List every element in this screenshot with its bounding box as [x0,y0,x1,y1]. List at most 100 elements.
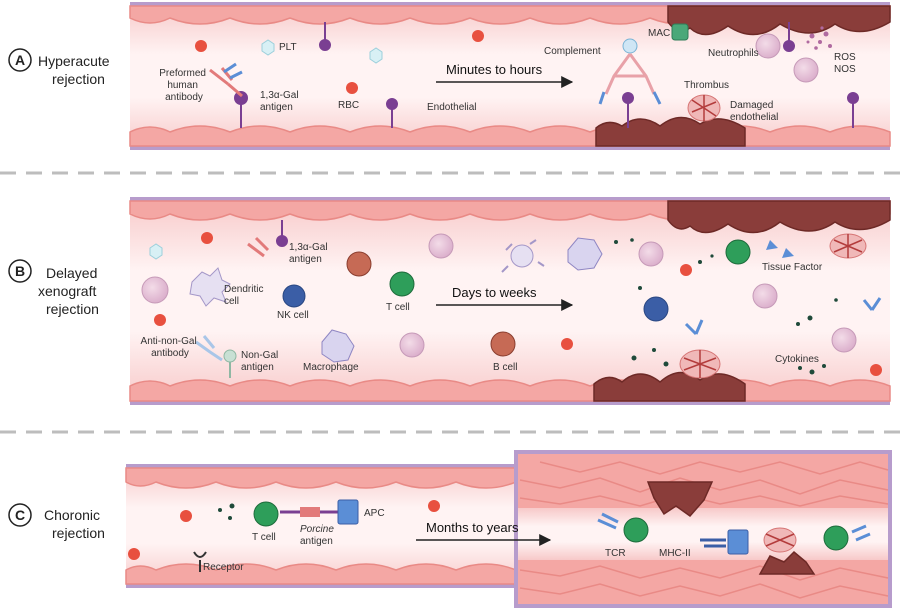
vessel-c-membrane-bottom [126,584,516,588]
apc-icon [727,529,749,555]
panel-a-badge [8,48,32,72]
antibody-icon [684,297,882,336]
label-anti-non-gal-line2: antibody [151,348,189,359]
panel-b-letter: B [15,263,25,279]
label-endothelial: Endothelial [427,102,476,113]
rbc [428,500,440,512]
panel-c-title-line1: Choronic [44,507,100,523]
label-preformed-line2: human [167,80,198,91]
gal-antigen [276,220,288,247]
platelet [261,39,275,56]
label-porcine-line2: antigen [300,536,333,547]
cytokine-dots [614,238,838,375]
label-anti-non-gal-line1: Anti-non-Gal [141,336,197,347]
rbc [195,40,207,52]
damaged-endothelium-a-bottom [595,116,746,147]
rbc [128,548,140,560]
label-tissue-factor: Tissue Factor [762,262,823,273]
vessel-b-membrane-bottom [130,401,890,405]
panel-a-letter: A [15,52,25,68]
label-complement: Complement [544,46,601,57]
non-gal-antigen-icon [223,349,237,378]
label-gal-antigen-b: 1,3α-Gal antigen [289,242,330,265]
tissue-factor-icon [766,240,794,258]
cytokine-dots [218,503,235,520]
label-anti-non-gal: Anti-non-Gal antibody [141,336,200,359]
panel-b-title: Delayed xenograft rejection [38,265,101,317]
rbc [680,264,692,276]
thrombus-icon [687,94,721,122]
label-b-cell: B cell [493,362,517,373]
label-dendritic-cell: Dendritic cell [224,284,266,307]
label-gal-line1: 1,3α-Gal [260,90,299,101]
antibody-icon [223,62,243,80]
panel-b: B Delayed xenograft rejection [8,197,891,405]
panel-a-title-line1: Hyperacute [38,53,110,69]
label-gal-b-line2: antigen [289,254,322,265]
panel-c-badge [8,503,32,527]
panel-b-title-line1: Delayed [46,265,97,281]
endothelial-layer-c-top [125,467,517,489]
label-rbc: RBC [338,100,359,111]
label-damaged-endothelial: Damaged endothelial [730,100,778,123]
neutrophil-icon [831,327,857,353]
arrow-c-label: Months to years [426,520,519,535]
tcr-icon [597,512,619,530]
label-t-cell-c: T cell [252,532,276,543]
label-apc: APC [364,508,385,519]
t-cell-icon [253,501,279,527]
label-gal-b-line1: 1,3α-Gal [289,242,328,253]
label-damaged-line1: Damaged [730,100,773,111]
label-dendritic-line2: cell [224,296,239,307]
arrow-b-label: Days to weeks [452,285,537,300]
vessel-a-membrane-top [130,2,890,6]
endothelial-layer-b-bottom [129,379,891,402]
label-plt: PLT [279,42,297,53]
t-cell-icon [389,271,415,297]
label-preformed-antibody: Preformed human antibody [159,68,208,103]
platelet [369,47,383,64]
label-non-gal-antigen: Non-Gal antigen [241,350,281,373]
rbc [870,364,882,376]
label-mhc-ii: MHC-II [659,548,691,559]
label-nk-cell: NK cell [277,310,309,321]
label-porcine-antigen: Porcine antigen [300,524,337,547]
label-non-gal-line1: Non-Gal [241,350,278,361]
rbc [201,232,213,244]
rbc [472,30,484,42]
t-cell-icon [823,525,849,551]
dendritic-cell-icon [189,239,545,307]
ros-dots [806,26,832,50]
nk-cell-icon [643,296,669,322]
label-preformed-line1: Preformed [159,68,206,79]
rbc [346,82,358,94]
label-macrophage: Macrophage [303,362,359,373]
t-cell-icon [725,239,751,265]
panel-b-badge [8,259,32,283]
rbc [180,510,192,522]
vessel-b-membrane-top [130,197,890,201]
porcine-antigen-icon [280,507,340,517]
neutrophil-icon [638,241,664,267]
vessel-c-membrane-top [126,464,516,468]
b-cell-icon [346,251,372,277]
complement-icon [598,38,662,128]
label-damaged-line2: endothelial [730,112,778,123]
panel-a-title-line2: rejection [52,71,105,87]
antibody-icon [247,236,270,258]
antibody-icon [851,524,871,542]
damaged-endothelium-b-top [667,200,891,234]
neutrophil-icon [399,332,425,358]
vessel-a-membrane-bottom [130,146,890,150]
label-neutrophils: Neutrophils [708,48,759,59]
arrow-a-label: Minutes to hours [446,62,543,77]
macrophage-icon [321,237,603,363]
label-gal-antigen: 1,3α-Gal antigen [260,90,301,113]
rbc [561,338,573,350]
label-thrombus: Thrombus [684,80,729,91]
neutrophil-icon [428,233,454,259]
neutrophil-icon [793,57,819,83]
panel-c-title: Choronic rejection [44,507,105,541]
label-tcr: TCR [605,548,626,559]
